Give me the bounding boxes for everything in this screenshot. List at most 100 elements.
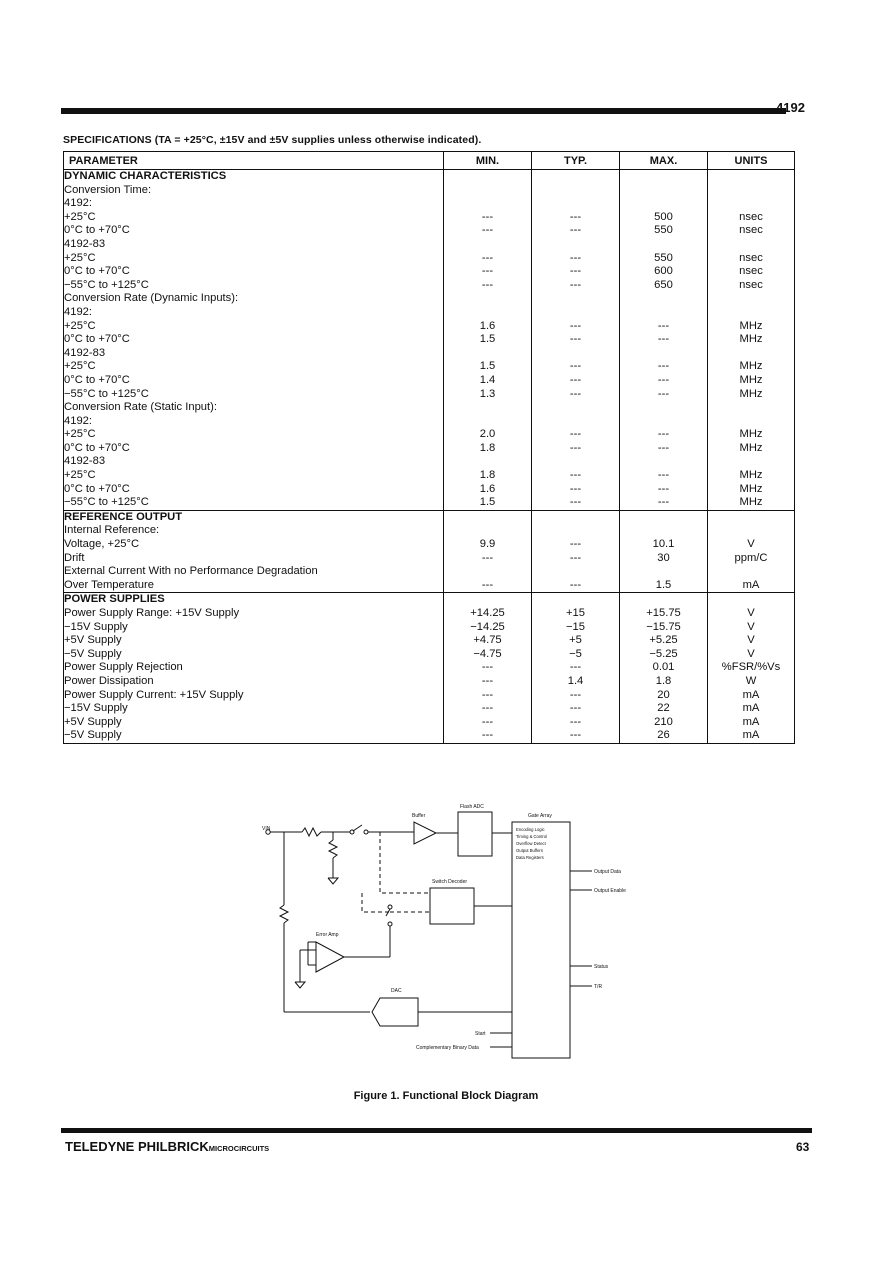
cell-units — [707, 592, 795, 607]
cell-min: --- — [443, 661, 532, 675]
input-label: Complementary Binary Data — [416, 1045, 479, 1051]
cell-min: 1.8 — [443, 441, 532, 456]
footer-rule — [61, 1128, 812, 1133]
cell-max — [619, 346, 708, 361]
table-row: Conversion Rate (Static Input): — [63, 401, 795, 415]
cell-parameter: +25°C — [63, 251, 444, 266]
cell-units: MHz — [707, 428, 795, 442]
cell-units: mA — [707, 715, 795, 730]
output-label: Output Enable — [594, 888, 626, 894]
cell-typ: --- — [531, 210, 620, 225]
cell-parameter: −55°C to +125°C — [63, 496, 444, 511]
cell-min: 1.4 — [443, 373, 532, 388]
table-row: Conversion Rate (Dynamic Inputs): — [63, 292, 795, 306]
cell-max — [619, 509, 708, 525]
cell-typ: --- — [531, 496, 620, 511]
cell-units: MHz — [707, 482, 795, 497]
table-row: 4192: — [63, 197, 795, 211]
cell-min: --- — [443, 702, 532, 716]
cell-units — [707, 169, 795, 184]
cell-typ: --- — [531, 319, 620, 334]
table-row: Power Supply Rejection------0.01%FSR/%Vs — [63, 661, 795, 675]
output-label: Output Data — [594, 869, 621, 875]
cell-min: --- — [443, 688, 532, 703]
cell-min: --- — [443, 251, 532, 266]
cell-typ: −15 — [531, 620, 620, 635]
cell-units — [707, 509, 795, 525]
table-row: Power Supply Range: +15V Supply+14.25+15… — [63, 607, 795, 621]
cell-min: +4.75 — [443, 634, 532, 648]
cell-units: nsec — [707, 251, 795, 266]
table-row: 4192: — [63, 305, 795, 320]
cell-max: --- — [619, 387, 708, 402]
table-row: External Current With no Performance Deg… — [63, 565, 795, 579]
cell-parameter: External Current With no Performance Deg… — [63, 565, 444, 579]
cell-typ: --- — [531, 538, 620, 552]
cell-units — [707, 455, 795, 470]
cell-units: nsec — [707, 210, 795, 225]
cell-min: +14.25 — [443, 607, 532, 621]
cell-parameter: Power Supply Range: +15V Supply — [63, 607, 444, 621]
cell-min: 1.6 — [443, 482, 532, 497]
table-row: DYNAMIC CHARACTERISTICS — [63, 169, 795, 184]
cell-typ: --- — [531, 469, 620, 483]
brand-name: TELEDYNE PHILBRICK — [65, 1139, 209, 1154]
output-label: Status — [594, 964, 609, 970]
cell-min: 2.0 — [443, 428, 532, 442]
cell-max: --- — [619, 469, 708, 483]
cell-typ: --- — [531, 373, 620, 388]
feedback-resistor — [278, 904, 290, 924]
input-switch — [349, 829, 355, 835]
table-row: Power Supply Current: +15V Supply------2… — [63, 688, 795, 703]
cell-min — [443, 592, 532, 607]
gate-item: Encoding Logic — [516, 827, 545, 832]
cell-max: --- — [619, 319, 708, 334]
cell-min: --- — [443, 715, 532, 730]
cell-min: --- — [443, 278, 532, 293]
cell-min: --- — [443, 674, 532, 689]
cell-max — [619, 401, 708, 415]
cell-units: W — [707, 674, 795, 689]
cell-max: 22 — [619, 702, 708, 716]
cell-units: mA — [707, 578, 795, 593]
cell-max: +5.25 — [619, 634, 708, 648]
cell-min — [443, 509, 532, 525]
table-row: Internal Reference: — [63, 524, 795, 539]
cell-min: 1.5 — [443, 496, 532, 511]
cell-units: mA — [707, 729, 795, 744]
gate-item: Overflow Detect — [516, 841, 547, 846]
feedback-switch — [387, 904, 393, 910]
table-row: POWER SUPPLIES — [63, 592, 795, 607]
cell-typ — [531, 565, 620, 579]
cell-typ — [531, 197, 620, 211]
cell-max: 550 — [619, 224, 708, 238]
brand-subtitle: MICROCIRCUITS — [208, 1144, 270, 1153]
cell-min — [443, 346, 532, 361]
cell-units: V — [707, 607, 795, 621]
cell-typ: 1.4 — [531, 674, 620, 689]
cell-units: MHz — [707, 360, 795, 374]
ladder-resistor — [327, 839, 339, 859]
cell-typ — [531, 455, 620, 470]
cell-min — [443, 169, 532, 184]
cell-parameter: Drift — [63, 551, 444, 566]
table-row: 4192-83 — [63, 346, 795, 361]
cell-typ: --- — [531, 265, 620, 279]
cell-parameter: Power Supply Rejection — [63, 661, 444, 675]
cell-units: %FSR/%Vs — [707, 661, 795, 675]
cell-parameter: REFERENCE OUTPUT — [63, 509, 444, 525]
cell-max: --- — [619, 482, 708, 497]
cell-max: 600 — [619, 265, 708, 279]
cell-units — [707, 183, 795, 198]
cell-typ: --- — [531, 428, 620, 442]
cell-units: MHz — [707, 319, 795, 334]
cell-min: --- — [443, 578, 532, 593]
cell-typ — [531, 509, 620, 525]
